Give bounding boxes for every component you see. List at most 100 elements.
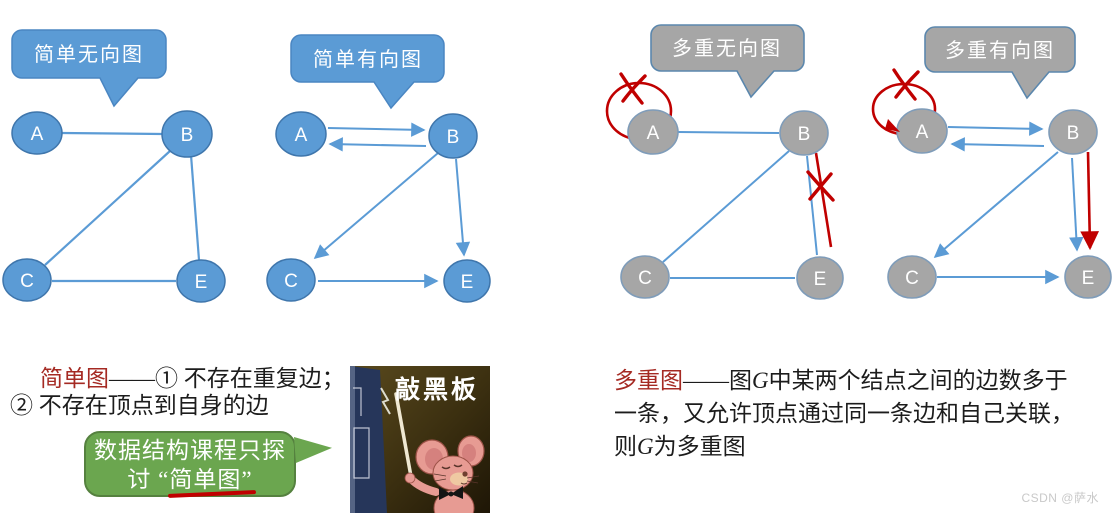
g4-node-A-label: A xyxy=(916,122,929,143)
knock-flash xyxy=(380,387,391,415)
green-callout-tail xyxy=(294,437,332,463)
green-callout-line2: 讨 “简单图” xyxy=(86,465,294,494)
g2-node-B xyxy=(428,113,478,159)
green-callout-quote-open: 讨 “ xyxy=(127,467,170,492)
simple-def-line2: ② 不存在顶点到自身的边 xyxy=(10,393,269,418)
bow-tie-knot xyxy=(448,491,454,497)
g3-node-E-label: E xyxy=(814,269,827,290)
g1-node-C-label: C xyxy=(20,271,34,292)
g2-edges xyxy=(313,122,471,289)
g1-node-E-label: E xyxy=(195,272,208,293)
g2-edge-B-to-C xyxy=(313,152,439,260)
bow-tie-left xyxy=(439,487,451,500)
g2-edge-B-to-E xyxy=(455,158,471,257)
g3-edge-B-C xyxy=(662,150,790,263)
g2-callout-bubble xyxy=(290,34,445,110)
simple-def-rest: ——① 不存在重复边； xyxy=(109,366,345,391)
g1-nodes: A B C E xyxy=(2,110,226,303)
bow-tie-right xyxy=(451,486,463,499)
g1-node-E xyxy=(176,259,226,303)
g3-callout-label: 多重无向图 xyxy=(672,37,782,60)
g4-node-C-label: C xyxy=(905,268,919,289)
g1-node-A-label: A xyxy=(31,124,44,145)
g4-cross-mark-loop xyxy=(892,68,920,101)
multi-def-line1: 多重图——图G中某两个结点之间的边数多于 xyxy=(614,364,1099,397)
g3-node-A-label: A xyxy=(647,123,660,144)
g2-node-E-label: E xyxy=(461,272,474,293)
jerry-mouse xyxy=(404,435,485,513)
multi-def-line3-suffix: 为多重图 xyxy=(653,434,746,459)
g3-cross-mark-edge xyxy=(806,170,835,202)
meme-caption: 敲黑板 xyxy=(395,376,479,404)
g1-node-B xyxy=(161,110,213,158)
pointer-stick xyxy=(394,392,414,484)
g1-edges xyxy=(44,131,201,283)
graph-variable-g2: G xyxy=(637,434,654,459)
g4-node-B xyxy=(1048,109,1098,155)
g3-node-C-label: C xyxy=(638,268,652,289)
g2-callout-label: 简单有向图 xyxy=(313,48,423,71)
chalk-marks xyxy=(353,387,370,479)
graph-variable-g: G xyxy=(752,368,769,393)
g2-node-A-label: A xyxy=(295,125,308,146)
g2-node-C xyxy=(266,258,316,302)
g3-cross-mark-loop xyxy=(619,72,647,105)
g2-edge-B-to-A xyxy=(328,137,427,152)
meme-drawing: 敲黑板 xyxy=(350,366,490,513)
mouse-right-ear-inner xyxy=(462,444,476,462)
green-callout-line1: 数据结构课程只探 xyxy=(94,438,286,463)
g4-node-E xyxy=(1064,255,1112,299)
g2-edge-A-to-B xyxy=(327,122,426,137)
g2-node-B-label: B xyxy=(447,127,460,148)
blackboard-frame xyxy=(350,366,355,513)
simple-graph-definition: 简单图——① 不存在重复边； ② 不存在顶点到自身的边 xyxy=(10,365,358,419)
g4-edge-B-to-A xyxy=(950,137,1045,152)
multigraph-definition: 多重图——图G中某两个结点之间的边数多于 一条，又允许顶点通过同一条边和自己关联… xyxy=(614,364,1099,463)
g4-node-B-label: B xyxy=(1067,123,1080,144)
graph-simple-directed: 简单有向图 A B C E xyxy=(266,34,491,303)
g3-parallel-edge-B-E xyxy=(814,152,833,248)
g3-nodes: A B C E xyxy=(620,109,844,300)
multi-def-seg1: ——图 xyxy=(683,368,752,393)
green-callout-quote-close: ” xyxy=(241,467,253,492)
g3-node-B xyxy=(779,110,829,156)
simple-def-line1: 简单图——① 不存在重复边； xyxy=(10,365,358,392)
mouse-mouth xyxy=(460,482,468,485)
g3-callout-bubble xyxy=(650,24,805,99)
g3-node-E xyxy=(796,256,844,300)
mouse-nose xyxy=(462,471,468,477)
g1-node-A xyxy=(11,111,63,155)
graph-multi-undirected: 多重无向图 A B C E xyxy=(605,24,844,300)
g1-node-C xyxy=(2,258,52,302)
g1-callout-label: 简单无向图 xyxy=(34,43,144,66)
g4-edge-B-to-C xyxy=(933,151,1059,259)
g3-node-A xyxy=(627,109,679,155)
multigraph-term: 多重图 xyxy=(614,368,683,393)
mouse-hand xyxy=(404,472,416,484)
g4-self-loop-arrowhead xyxy=(885,119,900,132)
g3-node-C xyxy=(620,255,670,299)
graph-multi-directed: 多重有向图 A B C E xyxy=(871,26,1112,299)
g2-node-A xyxy=(275,111,327,157)
blackboard-meme-image: 敲黑板 xyxy=(350,366,490,513)
g4-node-E-label: E xyxy=(1082,268,1095,289)
g4-callout-label: 多重有向图 xyxy=(945,39,1055,62)
g2-node-C-label: C xyxy=(284,271,298,292)
g1-callout-bubble xyxy=(11,29,167,108)
multi-def-line2: 一条，又允许顶点通过同一条边和自己关联， xyxy=(614,401,1074,426)
g4-edge-B-to-E xyxy=(1069,157,1084,252)
g3-node-B-label: B xyxy=(798,124,811,145)
g4-callout-bubble xyxy=(924,26,1076,100)
g1-node-B-label: B xyxy=(181,125,194,146)
g4-node-C xyxy=(887,255,937,299)
g4-parallel-edge-B-to-E xyxy=(1080,151,1100,251)
multi-def-line3: 则G为多重图 xyxy=(614,430,1099,463)
g1-edge-B-E xyxy=(189,154,201,261)
green-callout: 数据结构课程只探 讨 “简单图” xyxy=(84,431,296,498)
multi-def-seg2: 中某两个结点之间的边数多于 xyxy=(768,368,1068,393)
mouse-closed-eyes xyxy=(441,464,463,470)
g2-nodes: A B C E xyxy=(266,111,491,303)
g4-edge-A-to-B xyxy=(947,121,1044,136)
mouse-whiskers xyxy=(433,473,480,484)
